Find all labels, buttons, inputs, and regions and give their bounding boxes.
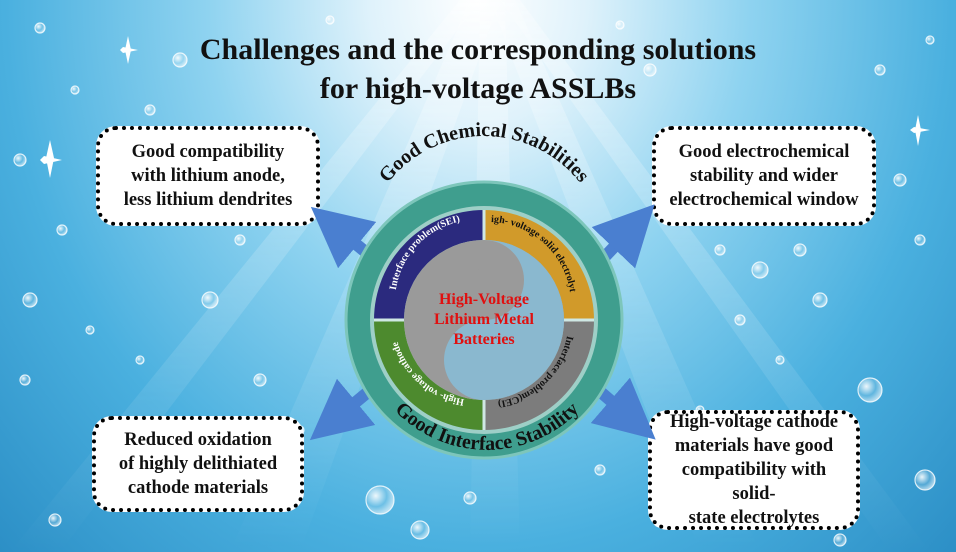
solution-text-top-left: Good compatibility with lithium anode, l…	[123, 142, 293, 210]
solution-text-top-right: Good electrochemical stability and wider…	[669, 142, 859, 210]
sparkles	[40, 36, 930, 178]
solution-text-bottom-left: Reduced oxidation of highly delithiated …	[118, 430, 278, 498]
solution-box-top-right: Good electrochemical stability and wider…	[652, 126, 876, 226]
center-label-line-1: High-Voltage	[439, 291, 529, 308]
solution-box-bottom-left: Reduced oxidation of highly delithiated …	[92, 416, 304, 512]
solution-text-bottom-right: High-voltage cathode materials have good…	[669, 412, 839, 528]
yin-yang-center	[404, 240, 564, 400]
bubbles	[13, 15, 936, 547]
segment-sei	[374, 210, 484, 320]
segment-cei	[484, 320, 594, 430]
segment-dividers	[374, 210, 594, 430]
diagram-title-line-2: for high-voltage ASSLBs	[319, 72, 637, 105]
arrow-top-left	[310, 206, 377, 269]
ring-label-top: Good Chemical Stabilities	[375, 119, 594, 187]
solution-box-top-left: Good compatibility with lithium anode, l…	[96, 126, 320, 226]
arrow-bottom-left	[309, 378, 376, 441]
center-label-line-3: Batteries	[453, 331, 514, 348]
solution-box-bottom-right: High-voltage cathode materials have good…	[648, 410, 860, 530]
segment-cathode	[374, 320, 484, 430]
segment-electrolyte	[484, 210, 594, 320]
diagram-title-line-1: Challenges and the corresponding solutio…	[199, 33, 757, 66]
center-label-line-2: Lithium Metal	[434, 311, 535, 328]
